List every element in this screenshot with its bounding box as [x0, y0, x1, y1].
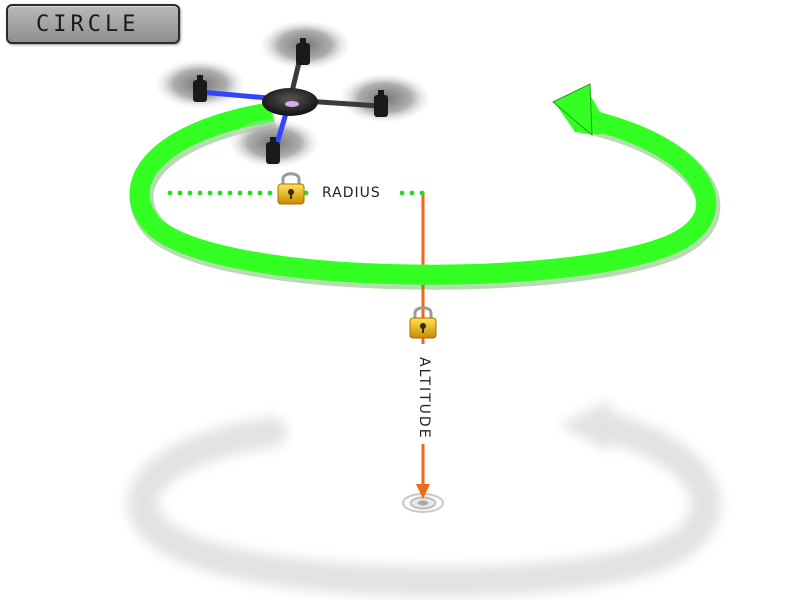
radius-dot — [409, 190, 415, 196]
radius-dot — [247, 190, 253, 196]
radius-dot — [167, 190, 173, 196]
radius-dot — [303, 190, 309, 196]
radius-dot — [237, 190, 243, 196]
radius-dot — [227, 190, 233, 196]
radius-dot — [399, 190, 405, 196]
ground-orbit-shadow — [127, 400, 721, 597]
radius-dot — [207, 190, 213, 196]
radius-dot — [177, 190, 183, 196]
radius-dot — [419, 190, 425, 196]
flight-mode-badge: CIRCLE — [6, 4, 180, 44]
orbit-path — [129, 83, 721, 290]
radius-dot — [217, 190, 223, 196]
flight-mode-label: CIRCLE — [36, 12, 140, 37]
radius-label: RADIUS — [322, 185, 381, 201]
radius-dot — [267, 190, 273, 196]
altitude-lock-icon — [409, 306, 437, 339]
altitude-label: ALTITUDE — [416, 357, 432, 440]
radius-dot — [197, 190, 203, 196]
quadcopter-icon — [156, 21, 429, 167]
radius-line — [167, 190, 425, 196]
radius-dot — [257, 190, 263, 196]
radius-lock-icon — [277, 172, 305, 205]
radius-dot — [187, 190, 193, 196]
